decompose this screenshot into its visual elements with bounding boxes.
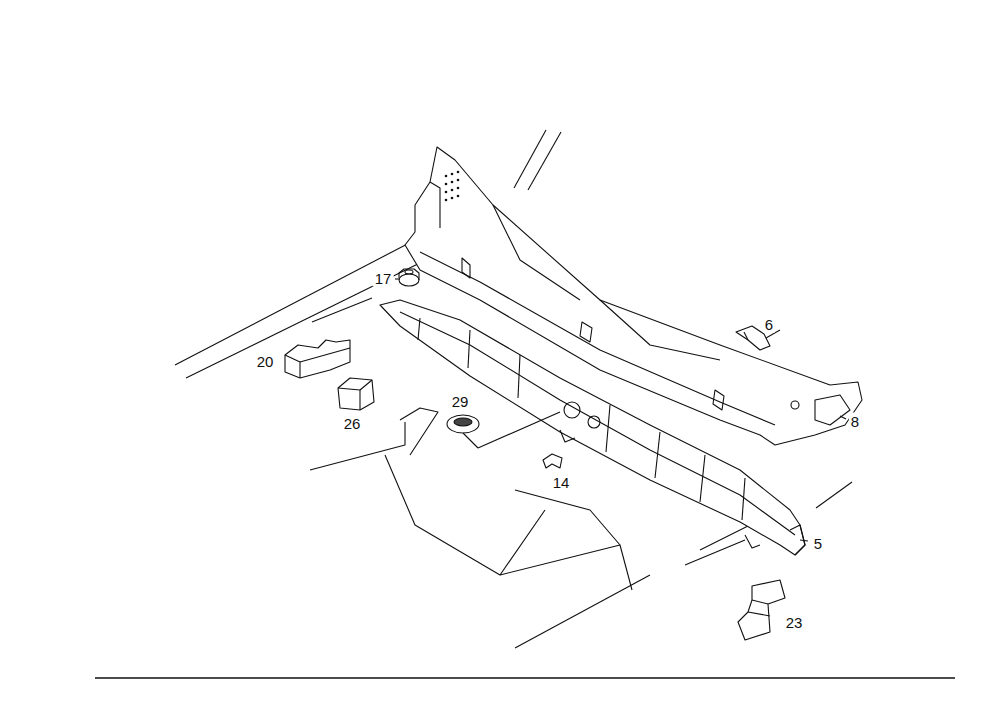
nut — [399, 269, 419, 286]
callout-number: 5 — [812, 535, 824, 552]
callout-number: 29 — [450, 393, 471, 410]
callout-number: 8 — [849, 413, 861, 430]
cowl-cover — [405, 147, 862, 445]
foam-block — [285, 340, 350, 378]
page-rule — [95, 677, 955, 679]
callout-number: 20 — [255, 353, 276, 370]
bracket — [738, 580, 785, 640]
leader-line — [395, 279, 846, 541]
callout-number: 26 — [342, 415, 363, 432]
grommet — [447, 412, 560, 448]
callout-number: 14 — [551, 474, 572, 491]
callout-number: 23 — [784, 614, 805, 631]
clip — [543, 454, 562, 468]
foam-cube — [338, 378, 374, 410]
callout-number: 6 — [763, 316, 775, 333]
cowl-panel — [380, 300, 805, 555]
callout-number: 17 — [373, 270, 394, 287]
